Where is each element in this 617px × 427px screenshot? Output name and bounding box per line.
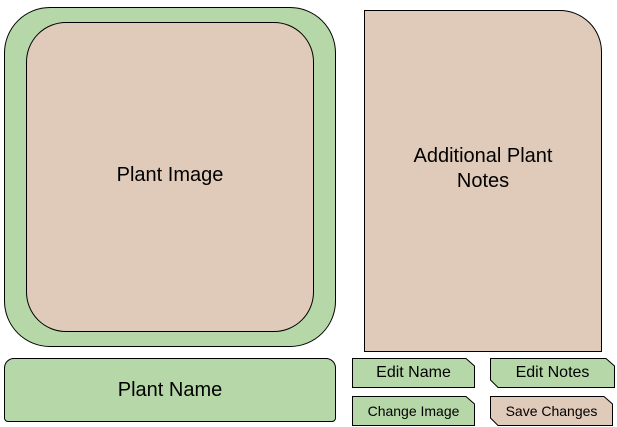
change-image-button-label: Change Image xyxy=(367,403,460,419)
save-changes-button-label: Save Changes xyxy=(505,403,598,419)
plant-name-label: Plant Name xyxy=(117,378,223,401)
edit-notes-button-label: Edit Notes xyxy=(515,364,590,381)
plant-notes-label: Additional Plant Notes xyxy=(413,145,553,192)
edit-notes-button[interactable]: Edit Notes xyxy=(490,358,615,388)
plant-notes-panel[interactable]: Additional Plant Notes xyxy=(364,10,602,352)
plant-image-label: Plant Image xyxy=(116,163,224,186)
change-image-button[interactable]: Change Image xyxy=(352,396,475,426)
edit-name-button-label: Edit Name xyxy=(376,364,451,381)
save-changes-button[interactable]: Save Changes xyxy=(490,396,613,426)
plant-image: Plant Image xyxy=(26,22,314,332)
edit-name-button[interactable]: Edit Name xyxy=(352,358,475,388)
plant-name-field[interactable]: Plant Name xyxy=(4,358,336,422)
